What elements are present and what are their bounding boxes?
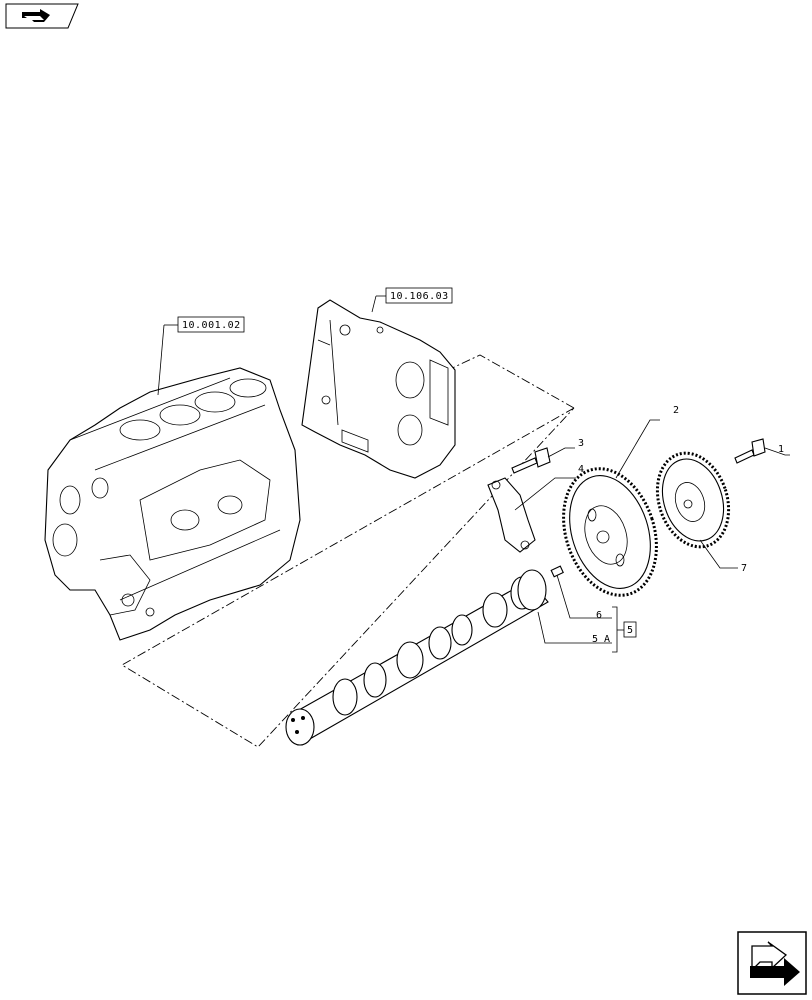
assembly-outline [121, 354, 575, 748]
callout-4-text: 4 [578, 464, 584, 475]
callout-2-text: 2 [673, 405, 679, 416]
dowel-pin-illustration [550, 565, 564, 578]
callout-5-group-bracket[interactable]: 5 [612, 606, 637, 653]
bolt-3-illustration [511, 447, 551, 474]
gear-7-illustration [655, 451, 731, 549]
callout-1-text: 1 [778, 444, 784, 455]
callout-1[interactable]: 1 [764, 444, 790, 456]
callout-6-text: 6 [596, 610, 602, 621]
callout-5a[interactable]: 5 A [537, 611, 612, 645]
camshaft-illustration [285, 569, 549, 746]
timing-cover-reference-label[interactable]: 10.106.03 [371, 287, 453, 313]
callout-6[interactable]: 6 [556, 574, 612, 621]
callout-3[interactable]: 3 [547, 438, 584, 458]
callout-7-text: 7 [741, 563, 747, 574]
bolt-1-illustration [734, 438, 766, 464]
engine-block-illustration [44, 367, 301, 641]
callout-7[interactable]: 7 [699, 539, 747, 574]
callout-3-text: 3 [578, 438, 584, 449]
callout-5-text: 5 [627, 625, 633, 636]
timing-cover-ref-text: 10.106.03 [390, 291, 449, 302]
thrust-plate-illustration [487, 477, 536, 553]
timing-cover-illustration [301, 299, 456, 479]
cam-gear-illustration [562, 467, 658, 597]
engine-block-ref-text: 10.001.02 [182, 320, 241, 331]
callout-2[interactable]: 2 [615, 405, 679, 479]
next-page-arrow-icon[interactable] [737, 931, 807, 995]
previous-page-arrow-icon[interactable] [5, 3, 79, 29]
engine-block-reference-label[interactable]: 10.001.02 [157, 316, 245, 396]
callout-4[interactable]: 4 [514, 464, 584, 511]
callout-5a-text: 5 A [592, 634, 610, 645]
